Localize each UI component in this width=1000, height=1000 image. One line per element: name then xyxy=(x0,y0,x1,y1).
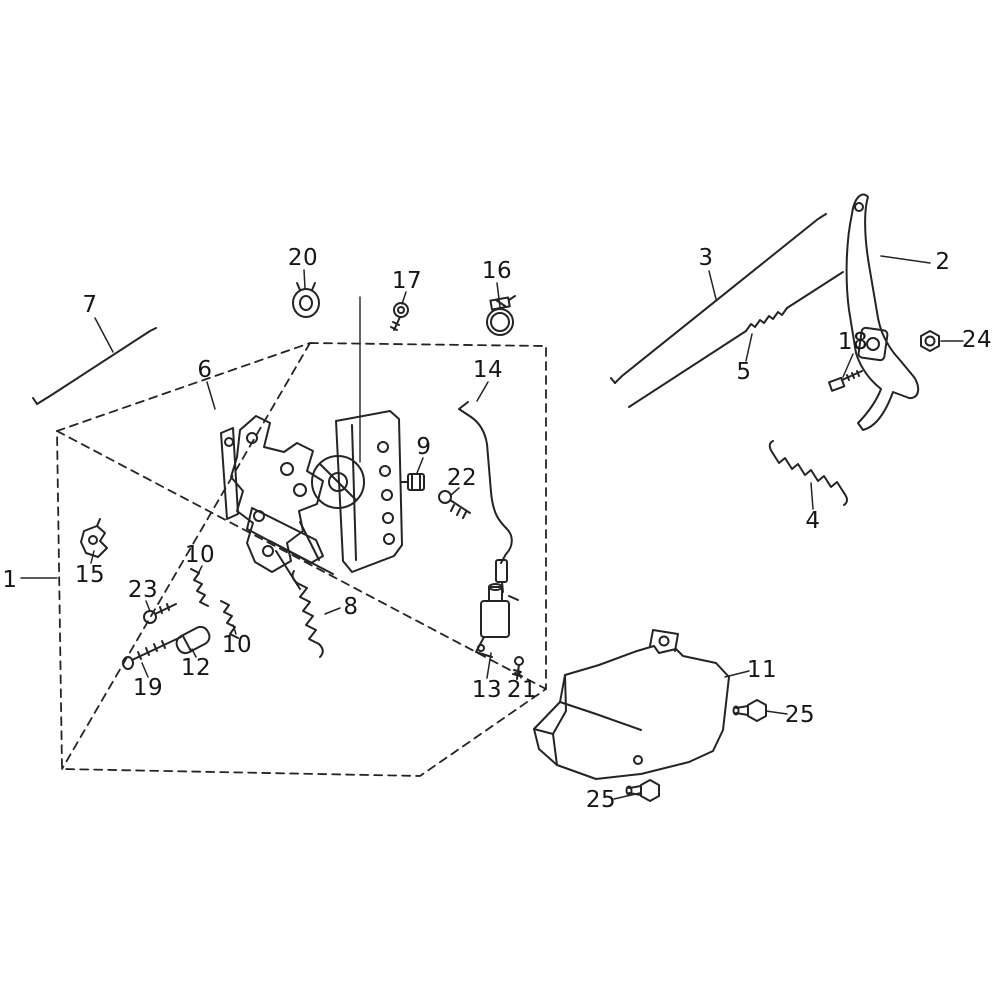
rod-7 xyxy=(32,327,157,405)
choke-rod-3 xyxy=(610,213,827,384)
spring-4 xyxy=(768,440,848,506)
pipe-14 xyxy=(458,401,513,593)
part-label-16: 16 xyxy=(481,258,513,284)
solenoid-13 xyxy=(475,583,519,658)
part-label-4: 4 xyxy=(805,508,821,534)
nut-24 xyxy=(920,330,940,352)
spring-8 xyxy=(291,570,324,658)
part-label-7: 7 xyxy=(82,292,98,318)
part-label-21: 21 xyxy=(506,677,538,703)
collar-12 xyxy=(175,625,211,655)
part-label-19: 19 xyxy=(132,675,164,701)
bolt-25-right xyxy=(732,699,767,722)
spring-10-lower xyxy=(220,600,239,639)
part-label-8: 8 xyxy=(343,594,359,620)
part-label-25-right: 25 xyxy=(784,702,816,728)
clip-9 xyxy=(401,473,425,491)
part-label-17: 17 xyxy=(391,268,423,294)
part-label-11: 11 xyxy=(746,657,778,683)
part-label-5: 5 xyxy=(736,359,752,385)
part-label-24: 24 xyxy=(961,327,993,353)
part-label-20: 20 xyxy=(287,245,319,271)
rod-5 xyxy=(628,271,844,408)
leader-lines xyxy=(20,255,964,800)
part-label-13: 13 xyxy=(471,677,503,703)
bolt-22 xyxy=(438,490,471,519)
bolt-25-bottom xyxy=(625,779,660,802)
bolt-23 xyxy=(143,603,177,624)
part-label-14: 14 xyxy=(472,357,504,383)
part-label-9: 9 xyxy=(416,434,432,460)
part-label-10-lower: 10 xyxy=(221,632,253,658)
part-label-15: 15 xyxy=(74,562,106,588)
part-label-12: 12 xyxy=(180,655,212,681)
part-label-25-bottom: 25 xyxy=(585,787,617,813)
assembly-boundary-box xyxy=(56,342,547,777)
part-label-10-upper: 10 xyxy=(184,542,216,568)
screw-18 xyxy=(827,370,863,392)
grommet-20 xyxy=(292,282,320,318)
part-label-6: 6 xyxy=(197,357,213,383)
cover-11 xyxy=(533,629,730,780)
screw-19 xyxy=(122,636,182,670)
part-label-23: 23 xyxy=(127,577,159,603)
part-label-22: 22 xyxy=(446,465,478,491)
part-label-3: 3 xyxy=(698,245,714,271)
clamp-15 xyxy=(80,518,108,558)
part-label-2: 2 xyxy=(935,249,951,275)
clamp-16 xyxy=(486,295,516,336)
control-lever-2 xyxy=(845,193,920,431)
spring-10-upper xyxy=(190,568,209,607)
bracket-assembly-6 xyxy=(220,296,403,590)
bolt-17 xyxy=(390,302,409,331)
part-label-1: 1 xyxy=(2,567,18,593)
part-label-18: 18 xyxy=(837,329,869,355)
